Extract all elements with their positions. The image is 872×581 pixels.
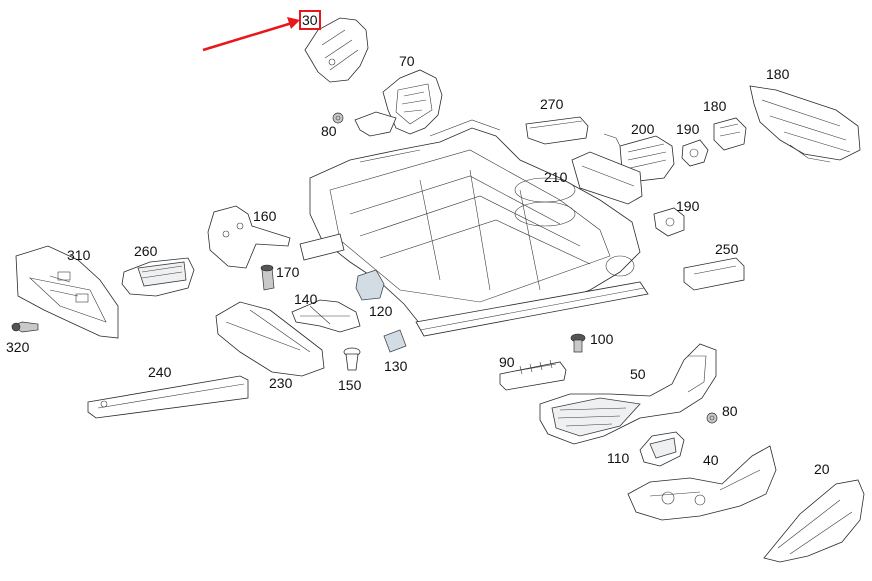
callout-170[interactable]: 170 bbox=[276, 264, 300, 280]
callout-140[interactable]: 140 bbox=[294, 291, 318, 307]
part-110-knob[interactable] bbox=[639, 431, 685, 467]
highlight-arrow bbox=[202, 17, 300, 52]
part-210-bracket[interactable] bbox=[571, 151, 643, 205]
callout-50[interactable]: 50 bbox=[630, 366, 646, 382]
callout-270[interactable]: 270 bbox=[540, 96, 564, 112]
part-30-cover[interactable] bbox=[304, 17, 369, 83]
part-180-harness[interactable] bbox=[749, 85, 861, 163]
part-230-side-cover[interactable] bbox=[215, 301, 325, 377]
callout-80-upper[interactable]: 80 bbox=[321, 123, 337, 139]
callout-70[interactable]: 70 bbox=[399, 53, 415, 69]
callout-210[interactable]: 210 bbox=[544, 169, 568, 185]
part-40-side-shield[interactable] bbox=[627, 445, 777, 521]
part-320-screw[interactable] bbox=[11, 321, 39, 333]
part-100-bolt[interactable] bbox=[570, 333, 586, 353]
part-140-mechanism[interactable] bbox=[291, 299, 361, 333]
part-310-cover[interactable] bbox=[15, 245, 119, 339]
callout-260[interactable]: 260 bbox=[134, 243, 158, 259]
part-80-clip-lower[interactable] bbox=[706, 412, 718, 424]
part-120-clip[interactable] bbox=[355, 269, 385, 301]
part-170-bolt[interactable] bbox=[260, 264, 275, 291]
part-270-trim[interactable] bbox=[525, 116, 589, 145]
part-50-panel[interactable] bbox=[539, 343, 717, 445]
part-80-clip-upper[interactable] bbox=[332, 112, 344, 124]
callout-310[interactable]: 310 bbox=[67, 247, 91, 263]
part-20-back-cover[interactable] bbox=[763, 479, 865, 563]
callout-100[interactable]: 100 bbox=[590, 331, 614, 347]
callout-180-lower[interactable]: 180 bbox=[703, 98, 727, 114]
callout-130[interactable]: 130 bbox=[384, 358, 408, 374]
callout-90[interactable]: 90 bbox=[499, 354, 515, 370]
part-260-trim[interactable] bbox=[121, 257, 195, 297]
callout-190-upper[interactable]: 190 bbox=[676, 121, 700, 137]
callout-200[interactable]: 200 bbox=[631, 121, 655, 137]
part-90-strip[interactable] bbox=[499, 359, 567, 391]
callout-250[interactable]: 250 bbox=[715, 241, 739, 257]
seat-frame[interactable] bbox=[299, 119, 649, 337]
callout-120[interactable]: 120 bbox=[369, 303, 393, 319]
callout-40[interactable]: 40 bbox=[703, 452, 719, 468]
callout-30[interactable]: 30 bbox=[299, 10, 321, 30]
callout-230[interactable]: 230 bbox=[269, 375, 293, 391]
part-240-rail-cover[interactable] bbox=[87, 375, 249, 419]
callout-180-upper[interactable]: 180 bbox=[766, 66, 790, 82]
callout-160[interactable]: 160 bbox=[253, 208, 277, 224]
part-250-switch[interactable] bbox=[683, 257, 745, 291]
part-130-clip[interactable] bbox=[383, 329, 407, 353]
part-70-side-panel[interactable] bbox=[354, 69, 443, 137]
callout-240[interactable]: 240 bbox=[148, 364, 172, 380]
part-190-motor-lower[interactable] bbox=[653, 207, 685, 237]
callout-190-lower[interactable]: 190 bbox=[676, 198, 700, 214]
callout-20[interactable]: 20 bbox=[814, 461, 830, 477]
part-150-clip[interactable] bbox=[343, 347, 361, 371]
callout-80-lower[interactable]: 80 bbox=[722, 403, 738, 419]
part-190-motor-upper[interactable] bbox=[681, 139, 709, 167]
callout-110[interactable]: 110 bbox=[607, 450, 630, 466]
callout-320[interactable]: 320 bbox=[6, 339, 30, 355]
part-160-bracket[interactable] bbox=[207, 205, 291, 269]
callout-150[interactable]: 150 bbox=[338, 377, 362, 393]
part-180-connector[interactable] bbox=[713, 117, 747, 151]
